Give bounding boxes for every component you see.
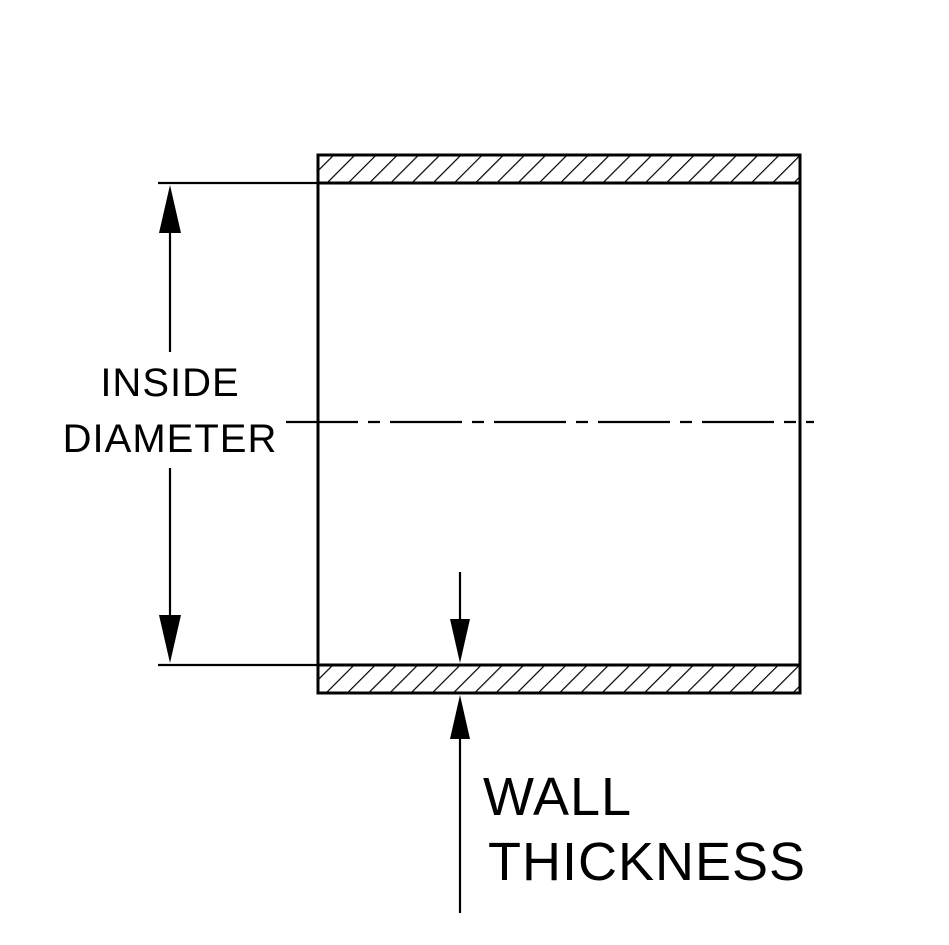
inside-diameter-arrow-up-icon	[159, 185, 181, 233]
inside-diameter-label-line1: INSIDE	[100, 361, 239, 405]
wall-thickness-label-line1: WALL	[483, 767, 632, 827]
wall-thickness-label-line2: THICKNESS	[488, 832, 806, 892]
wall-thickness-arrow-down-icon	[450, 619, 470, 663]
inside-diameter-dimension: INSIDE DIAMETER	[63, 181, 318, 667]
tube-body-outline	[316, 153, 802, 695]
wall-thickness-arrow-up-icon	[450, 695, 470, 739]
bottom-wall-hatching	[316, 663, 802, 695]
inside-diameter-label-line2: DIAMETER	[63, 417, 278, 461]
inside-diameter-arrow-down-icon	[159, 615, 181, 663]
wall-thickness-dimension: WALL THICKNESS	[450, 572, 806, 913]
top-wall-hatching	[316, 153, 802, 185]
